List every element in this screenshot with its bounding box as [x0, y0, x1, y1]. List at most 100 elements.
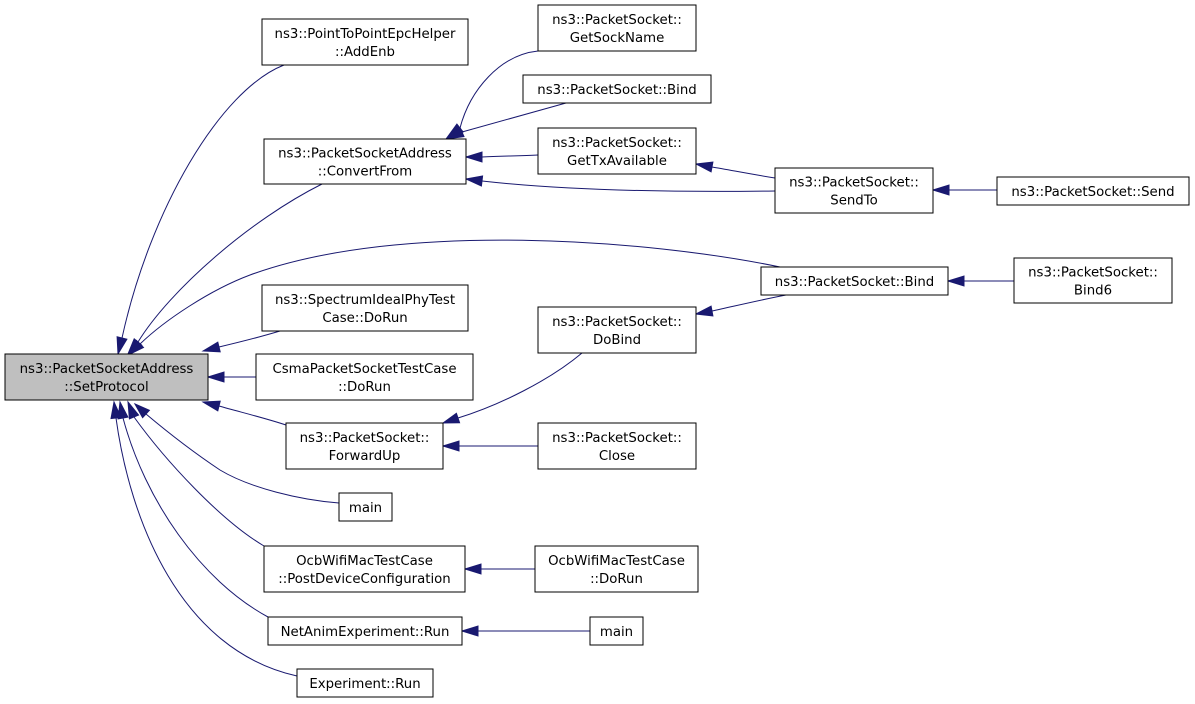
node-box [537, 306, 697, 354]
node-label-line: DoBind [593, 333, 641, 348]
node-label-line: ::AddEnb [335, 45, 395, 60]
node-box [996, 176, 1190, 206]
node-label-line: NetAnimExperiment::Run [281, 625, 450, 640]
arrowhead [463, 563, 482, 575]
node-label-line: main [349, 501, 382, 516]
edge-bind6-to-bind_mid [946, 275, 1014, 287]
arrowhead [694, 305, 714, 317]
edge-bind_mid-to-setprotocol [128, 239, 781, 356]
node-csma-dorun[interactable]: CsmaPacketSocketTestCase::DoRun [255, 353, 474, 401]
node-box [263, 545, 466, 593]
edge-main2-to-netanim_run [460, 625, 590, 637]
node-box [774, 167, 934, 214]
node-ocb-postdevice[interactable]: OcbWifiMacTestCase::PostDeviceConfigurat… [263, 545, 466, 593]
node-experiment-run[interactable]: Experiment::Run [296, 668, 434, 698]
node-box [261, 284, 469, 332]
node-sendto[interactable]: ns3::PacketSocket::SendTo [774, 167, 934, 214]
arrowhead [206, 371, 225, 383]
node-label-line: CsmaPacketSocketTestCase [272, 362, 456, 377]
node-label-line: SendTo [830, 194, 878, 209]
node-send[interactable]: ns3::PacketSocket::Send [996, 176, 1190, 206]
node-bind-mid[interactable]: ns3::PacketSocket::Bind [760, 266, 949, 296]
arrowhead [931, 184, 950, 196]
node-label-line: ns3::SpectrumIdealPhyTest [275, 293, 455, 308]
edge-ocb_postdevice-to-setprotocol [127, 400, 265, 547]
edge-close-to-forwardup [441, 440, 538, 452]
node-label-line: OcbWifiMacTestCase [296, 554, 433, 569]
arrowhead [133, 402, 151, 419]
edge-experiment_run-to-setprotocol [110, 400, 298, 677]
node-label-line: main [600, 625, 633, 640]
node-label-line: ns3::PacketSocket::Bind [537, 83, 696, 98]
arrowhead [441, 440, 460, 452]
edge-netanim_run-to-setprotocol [117, 400, 269, 618]
edge-spectrum_dorun-to-setprotocol [201, 330, 281, 353]
node-p2p-addenb[interactable]: ns3::PointToPointEpcHelper::AddEnb [261, 18, 469, 66]
node-label-line: Close [599, 449, 635, 464]
node-label-line: GetSockName [570, 31, 665, 46]
node-label-line: ::DoRun [590, 572, 643, 587]
node-box [261, 18, 469, 66]
node-box [1013, 257, 1173, 304]
nodes-layer: ns3::PacketSocketAddress::SetProtocolns3… [4, 4, 1190, 698]
arrowhead [464, 151, 483, 163]
node-netanim-run[interactable]: NetAnimExperiment::Run [267, 616, 463, 646]
node-label-line: ns3::PacketSocketAddress [20, 362, 194, 377]
node-dobind[interactable]: ns3::PacketSocket::DoBind [537, 306, 697, 354]
node-bind-top[interactable]: ns3::PacketSocket::Bind [522, 74, 712, 104]
edge-sendto-to-convertfrom [464, 175, 776, 192]
edge-send-to-sendto [931, 184, 997, 196]
edges-layer [110, 50, 1014, 677]
node-ocb-dorun[interactable]: OcbWifiMacTestCase::DoRun [534, 545, 699, 593]
edge-bind_top-to-convertfrom [444, 102, 567, 140]
node-box [589, 616, 644, 646]
arrowhead [694, 161, 714, 173]
node-label-line: ns3::PacketSocket::Bind [775, 275, 934, 290]
node-forwardup[interactable]: ns3::PacketSocket::ForwardUp [285, 422, 444, 470]
node-main2[interactable]: main [589, 616, 644, 646]
edge-dobind-to-bind_mid [694, 294, 787, 317]
node-box [537, 127, 697, 175]
node-label-line: ::PostDeviceConfiguration [278, 572, 450, 587]
arrowhead [201, 341, 221, 353]
node-box [263, 138, 467, 185]
node-convertfrom[interactable]: ns3::PacketSocketAddress::ConvertFrom [263, 138, 467, 185]
node-label-line: Bind6 [1074, 284, 1112, 299]
edge-dobind-to-forwardup [441, 352, 583, 424]
arrowhead [464, 175, 484, 187]
node-box [338, 492, 393, 522]
node-close[interactable]: ns3::PacketSocket::Close [537, 422, 697, 470]
node-box [760, 266, 949, 296]
node-label-line: ::DoRun [338, 380, 391, 395]
edge-forwardup-to-setprotocol [201, 400, 287, 426]
arrowhead [127, 400, 140, 420]
edge-sendto-to-gettxavailable [694, 161, 776, 179]
arrowhead [201, 400, 221, 412]
node-main1[interactable]: main [338, 492, 393, 522]
node-box [537, 4, 697, 52]
node-label-line: ns3::PacketSocket:: [1028, 266, 1158, 281]
node-label-line: GetTxAvailable [567, 154, 667, 169]
arrowhead [117, 400, 129, 420]
node-getsockname[interactable]: ns3::PacketSocket::GetSockName [537, 4, 697, 52]
edge-p2p_addenb-to-setprotocol [116, 64, 285, 356]
arrowhead [946, 275, 965, 287]
arrowhead [116, 336, 128, 356]
arrowhead [441, 412, 461, 424]
node-label-line: ns3::PacketSocket:: [552, 431, 682, 446]
node-box [534, 545, 699, 593]
node-box [255, 353, 474, 401]
node-setprotocol[interactable]: ns3::PacketSocketAddress::SetProtocol [4, 353, 209, 401]
node-box [296, 668, 434, 698]
node-gettxavailable[interactable]: ns3::PacketSocket::GetTxAvailable [537, 127, 697, 175]
edge-ocb_dorun-to-ocb_postdevice [463, 563, 535, 575]
node-label-line: ns3::PacketSocket:: [300, 431, 430, 446]
node-box [285, 422, 444, 470]
node-label-line: ForwardUp [329, 449, 401, 464]
node-bind6[interactable]: ns3::PacketSocket::Bind6 [1013, 257, 1173, 304]
node-label-line: ns3::PointToPointEpcHelper [275, 27, 456, 42]
edge-main1-to-setprotocol [133, 402, 340, 504]
arrowhead [460, 625, 479, 637]
